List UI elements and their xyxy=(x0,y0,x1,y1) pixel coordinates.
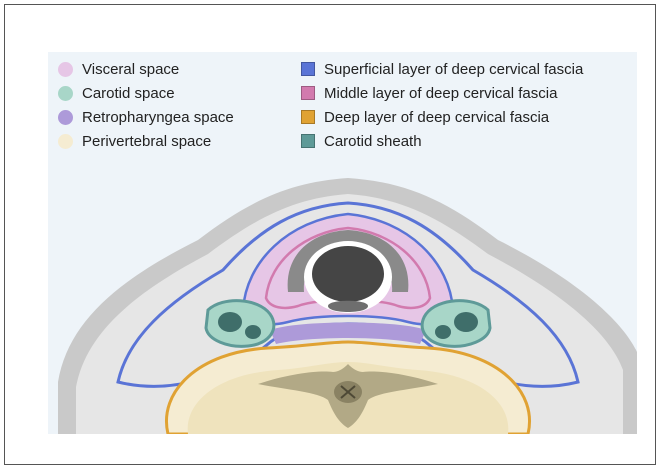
legend-superficial-fascia: Superficial layer of deep cervical fasci… xyxy=(301,59,583,79)
deep-fascia-swatch xyxy=(301,110,315,124)
trachea-lumen xyxy=(312,246,384,302)
legend-label: Carotid sheath xyxy=(324,133,422,150)
legend-carotid-sheath: Carotid sheath xyxy=(301,131,422,151)
carotid-space-right xyxy=(422,301,490,347)
legend-label: Carotid space xyxy=(82,85,175,102)
legend-label: Perivertebral space xyxy=(82,133,211,150)
legend-visceral-space: Visceral space xyxy=(58,59,179,79)
diagram-panel: Visceral space Carotid space Retropharyn… xyxy=(48,52,637,434)
legend-label: Retropharyngea space xyxy=(82,109,234,126)
legend-middle-fascia: Middle layer of deep cervical fascia xyxy=(301,83,557,103)
carotid-space-left xyxy=(206,301,274,347)
retropharyngeal-space-swatch xyxy=(58,110,73,125)
figure-frame: Visceral space Carotid space Retropharyn… xyxy=(4,4,656,465)
legend-label: Middle layer of deep cervical fascia xyxy=(324,85,557,102)
legend-label: Visceral space xyxy=(82,61,179,78)
legend-deep-fascia: Deep layer of deep cervical fascia xyxy=(301,107,549,127)
legend-label: Deep layer of deep cervical fascia xyxy=(324,109,549,126)
legend-retropharyngeal-space: Retropharyngea space xyxy=(58,107,234,127)
carotid-space-swatch xyxy=(58,86,73,101)
perivertebral-space-swatch xyxy=(58,134,73,149)
middle-fascia-swatch xyxy=(301,86,315,100)
legend-perivertebral-space: Perivertebral space xyxy=(58,131,211,151)
visceral-space-swatch xyxy=(58,62,73,77)
carotid-sheath-swatch xyxy=(301,134,315,148)
superficial-fascia-swatch xyxy=(301,62,315,76)
legend-carotid-space: Carotid space xyxy=(58,83,175,103)
legend-label: Superficial layer of deep cervical fasci… xyxy=(324,61,583,78)
esophagus xyxy=(328,301,368,312)
